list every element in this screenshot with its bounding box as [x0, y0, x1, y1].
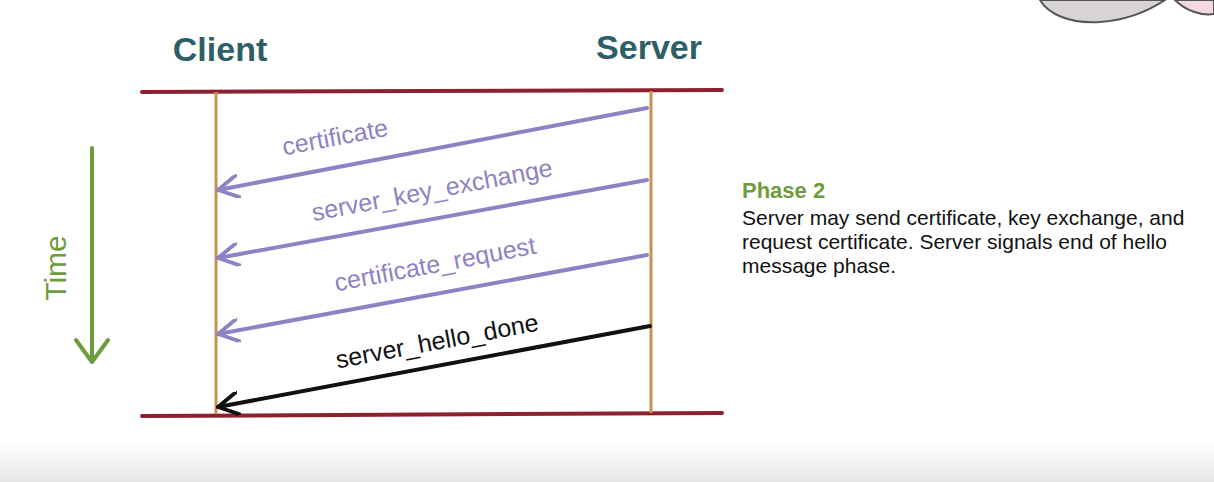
- note-text: Server may send certificate, key exchang…: [742, 206, 1197, 278]
- server-lifeline: [650, 91, 653, 413]
- axis-label: Time: [39, 235, 74, 301]
- participant-label: Client: [173, 30, 267, 69]
- top-boundary: [142, 90, 722, 92]
- message-label: certificate_request: [332, 231, 538, 297]
- time-arrow-head: [76, 340, 108, 362]
- participant-label: Server: [596, 28, 702, 67]
- phase-heading: Phase 2: [742, 178, 825, 203]
- bottom-boundary: [142, 413, 722, 416]
- message-label: certificate: [280, 113, 390, 161]
- sleeve-illustration: [1175, 0, 1214, 14]
- client-lifeline: [215, 92, 218, 414]
- hand-illustration: [1040, 0, 1165, 22]
- time-arrow: [90, 148, 94, 360]
- video-band: [0, 440, 1214, 482]
